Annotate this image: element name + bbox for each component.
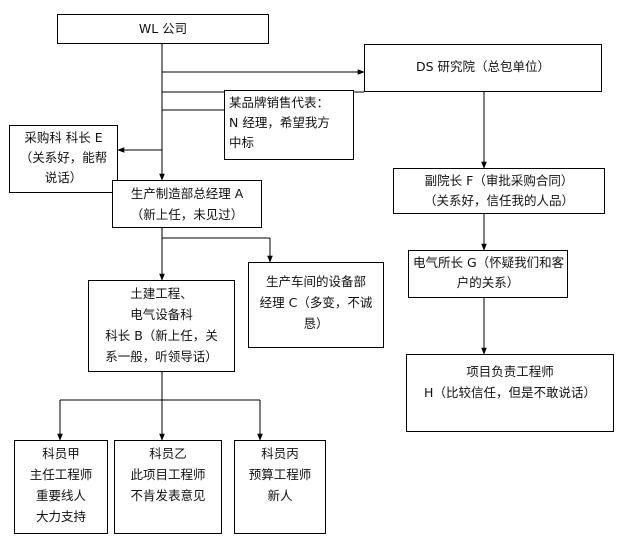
node-staff-a-line-3: 重要线人 xyxy=(35,488,86,503)
node-ds-institute-line-1: DS 研究院（总包单位） xyxy=(415,59,551,74)
node-civil-line-1: 土建工程、 xyxy=(130,286,193,301)
node-staff-b-line-2: 此项目工程师 xyxy=(130,467,206,482)
node-staff-c-line-1: 科员丙 xyxy=(261,446,299,461)
node-general-manager: 生产制造部总经理 A （新上任，未见过） xyxy=(112,180,262,228)
node-staff-a-line-2: 主任工程师 xyxy=(29,467,93,482)
node-civil-line-3: 科长 B（新上任，关 xyxy=(105,328,218,343)
node-vice-president: 副院长 F（审批采购合同） （关系好，信任我的人品） xyxy=(393,168,605,214)
node-vp-line-1: 副院长 F（审批采购合同） xyxy=(424,173,574,188)
node-brand-sales-rep: 某品牌销售代表： N 经理，希望我方 中标 xyxy=(224,90,354,160)
node-electrical-line-2: 户的关系） xyxy=(456,275,520,290)
node-ds-institute: DS 研究院（总包单位） xyxy=(364,44,602,92)
node-staff-c-line-3: 新人 xyxy=(267,488,293,503)
node-purchasing-line-1: 采购科 科长 E xyxy=(24,130,103,145)
node-workshop-line-3: 恳） xyxy=(303,316,329,331)
node-purchasing-line-3: 说话） xyxy=(44,170,83,185)
node-workshop-line-1: 生产车间的设备部 xyxy=(265,274,366,289)
node-brand-line-1: 某品牌销售代表： xyxy=(229,95,330,110)
node-brand-line-3: 中标 xyxy=(229,135,255,150)
node-workshop-line-2: 经理 C（多变，不诚 xyxy=(259,295,373,310)
node-workshop-equipment-manager: 生产车间的设备部 经理 C（多变，不诚 恳） xyxy=(248,262,384,348)
node-staff-b-line-3: 不肯发表意见 xyxy=(130,488,206,503)
node-brand-line-2: N 经理，希望我方 xyxy=(229,115,330,130)
node-staff-a-line-4: 大力支持 xyxy=(35,509,86,524)
node-gm-line-2: （新上任，未见过） xyxy=(130,207,244,222)
node-staff-a: 科员甲 主任工程师 重要线人 大力支持 xyxy=(14,440,108,534)
node-project-engineer: 项目负责工程师 H（比较信任，但是不敢说话） xyxy=(406,354,614,432)
node-gm-line-1: 生产制造部总经理 A xyxy=(130,186,244,201)
node-civil-line-2: 电气设备科 xyxy=(130,307,193,322)
node-pm-line-2: H（比较信任，但是不敢说话） xyxy=(424,385,596,400)
node-staff-b: 科员乙 此项目工程师 不肯发表意见 xyxy=(114,440,222,534)
node-electrical-line-1: 电气所长 G（怀疑我们和客 xyxy=(413,255,565,270)
node-pm-line-1: 项目负责工程师 xyxy=(466,364,554,379)
node-wl-company-line-1: WL 公司 xyxy=(138,21,188,36)
node-civil-line-4: 系一般，听领导话） xyxy=(105,349,218,364)
node-staff-c-line-2: 预算工程师 xyxy=(248,467,312,482)
node-wl-company: WL 公司 xyxy=(57,14,269,44)
node-purchasing-line-2: （关系好，能帮 xyxy=(19,150,108,165)
node-staff-b-line-1: 科员乙 xyxy=(149,446,187,461)
node-staff-c: 科员丙 预算工程师 新人 xyxy=(234,440,326,534)
node-electrical-director: 电气所长 G（怀疑我们和客 户的关系） xyxy=(408,250,568,298)
node-staff-a-line-1: 科员甲 xyxy=(42,446,80,461)
node-purchasing-section: 采购科 科长 E （关系好，能帮 说话） xyxy=(9,125,118,193)
node-vp-line-2: （关系好，信任我的人品） xyxy=(423,193,574,208)
node-civil-electrical-section: 土建工程、 电气设备科 科长 B（新上任，关 系一般，听领导话） xyxy=(88,280,235,372)
